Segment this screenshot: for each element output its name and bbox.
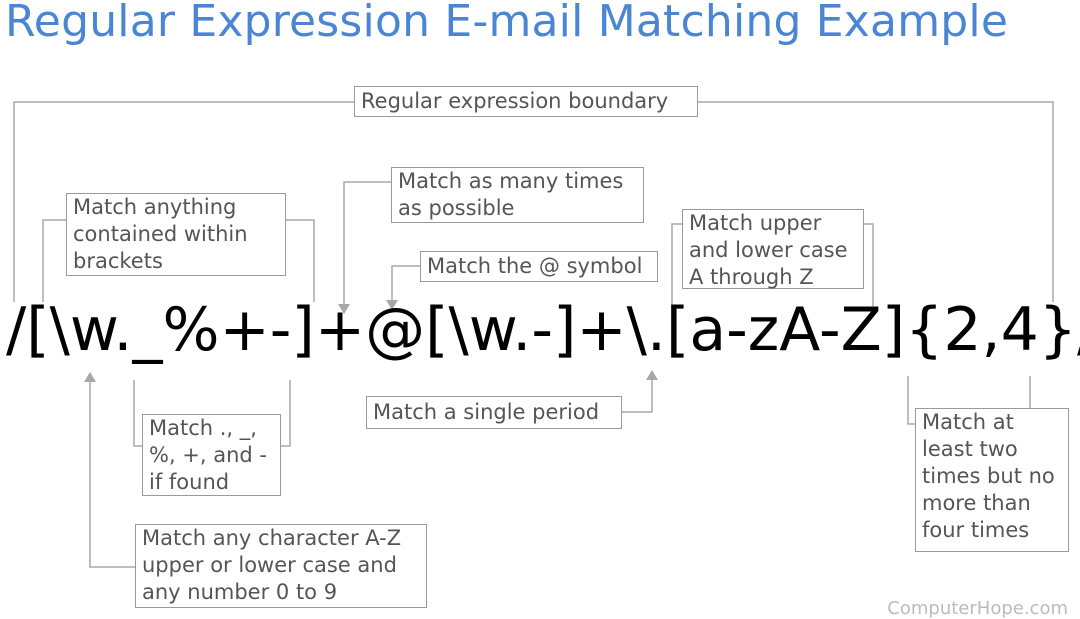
many-times-annotation: Match as many times as possible — [391, 167, 644, 223]
brackets-connector — [42, 219, 315, 302]
special-chars-annotation: Match ., _, %, +, and - if found — [142, 414, 281, 496]
many-times-arrowhead — [338, 304, 350, 314]
at-symbol-arrowhead — [386, 300, 398, 310]
special-chars-connector — [133, 380, 291, 447]
boundary-annotation: Regular expression boundary — [354, 86, 698, 117]
many-times-connector — [343, 181, 391, 306]
brackets-annotation: Match anything contained within brackets — [66, 193, 286, 276]
period-arrowhead — [646, 370, 658, 380]
any-char-annotation: Match any character A-Z upper or lower c… — [135, 524, 427, 608]
at-symbol-connector — [391, 265, 421, 302]
site-watermark: ComputerHope.com — [887, 598, 1068, 619]
upper-lower-connector — [671, 223, 874, 310]
diagram-title: Regular Expression E-mail Matching Examp… — [5, 0, 1009, 47]
upper-lower-annotation: Match upper and lower case A through Z — [682, 209, 864, 289]
repeat-annotation: Match at least two times but no more tha… — [915, 408, 1069, 552]
email-regex: /[\w._%+-]+@[\w.-]+\.[a-zA-Z]{2,4}/ — [6, 295, 1080, 365]
at-symbol-annotation: Match the @ symbol — [420, 251, 658, 282]
boundary-connector — [13, 101, 1054, 302]
any-char-connector — [89, 380, 135, 568]
period-annotation: Match a single period — [366, 396, 622, 429]
period-connector — [622, 378, 653, 413]
any-char-arrowhead — [84, 372, 96, 382]
